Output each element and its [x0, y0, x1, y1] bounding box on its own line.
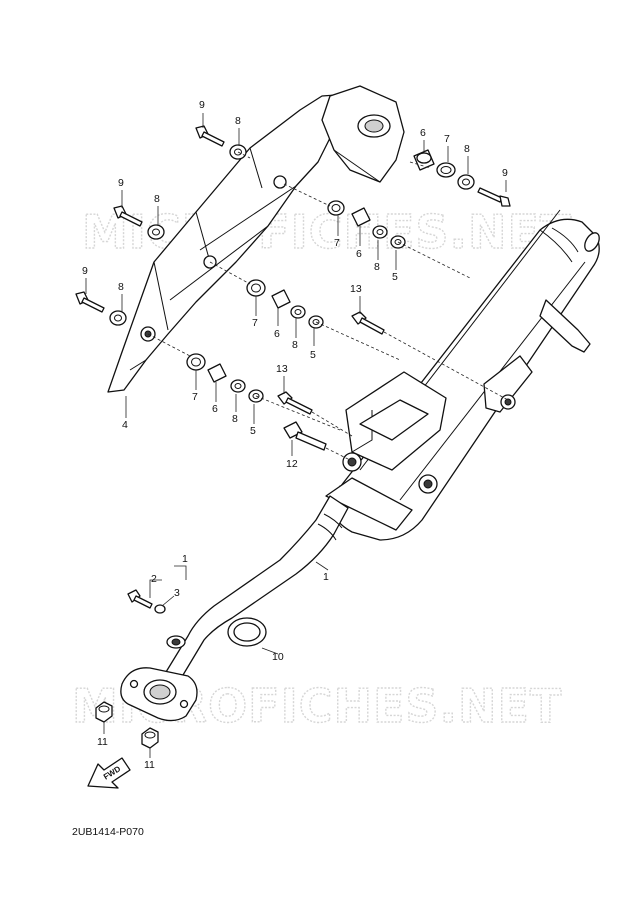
callout-6: 6: [356, 248, 362, 260]
washer-8-d[interactable]: [372, 225, 388, 239]
washer-3[interactable]: [154, 604, 166, 614]
callout-2: 2: [151, 573, 157, 585]
exhaust-pipe[interactable]: [120, 495, 349, 722]
callout-7: 7: [252, 317, 258, 329]
callout-8: 8: [464, 143, 470, 155]
callout-6: 6: [274, 328, 280, 340]
assembly-lines: [147, 151, 509, 461]
callout-8: 8: [374, 261, 380, 273]
gasket[interactable]: [227, 617, 267, 647]
bolt-12[interactable]: [283, 421, 327, 451]
callout-9: 9: [502, 167, 508, 179]
grommet-7-top[interactable]: [436, 162, 456, 178]
collar-6-d[interactable]: [207, 363, 227, 383]
callout-12: 12: [286, 458, 298, 470]
callout-8: 8: [235, 115, 241, 127]
grommet-7-c[interactable]: [246, 279, 266, 297]
callout-1: 1: [182, 553, 188, 565]
leader-lines: [85, 113, 507, 758]
callout-7: 7: [334, 237, 340, 249]
callout-1: 1: [323, 571, 329, 583]
washer-8-e[interactable]: [290, 305, 306, 319]
callout-13: 13: [350, 283, 362, 295]
callout-labels: 9 8 9 8 9 8 4 6 7 8 9 7 6 8 5 7 6 8 5 7 …: [82, 99, 508, 771]
nut-right[interactable]: [141, 727, 159, 749]
callout-7: 7: [192, 391, 198, 403]
callout-8: 8: [154, 193, 160, 205]
callout-8: 8: [292, 339, 298, 351]
bolt-9-top-right[interactable]: [477, 187, 511, 207]
callout-6: 6: [212, 403, 218, 415]
washer-8-c[interactable]: [109, 310, 127, 326]
callout-11: 11: [144, 759, 155, 771]
bolt-13-b[interactable]: [277, 391, 313, 415]
washer-8-top[interactable]: [457, 174, 475, 190]
collar-6-c[interactable]: [271, 289, 291, 309]
collar-6-top[interactable]: [413, 149, 435, 171]
bolt-9-b[interactable]: [113, 205, 143, 227]
callout-8: 8: [118, 281, 124, 293]
callout-11: 11: [97, 736, 108, 748]
callout-4: 4: [122, 419, 128, 431]
callout-5: 5: [250, 425, 256, 437]
fwd-arrow-icon: FWD: [87, 757, 131, 789]
collar-6-b[interactable]: [351, 207, 371, 227]
callout-7: 7: [444, 133, 450, 145]
grommet-7-d[interactable]: [186, 353, 206, 371]
nut-left[interactable]: [95, 701, 113, 723]
washer-8-b[interactable]: [147, 224, 165, 240]
diagram-code: 2UB1414-P070: [72, 826, 144, 838]
bolt-13-a[interactable]: [351, 311, 385, 335]
callout-5: 5: [392, 271, 398, 283]
washer-8-f[interactable]: [230, 379, 246, 393]
callout-9: 9: [82, 265, 88, 277]
washer-5-d[interactable]: [248, 389, 264, 403]
callout-10: 10: [272, 651, 284, 663]
muffler[interactable]: [325, 209, 602, 541]
callout-9: 9: [199, 99, 205, 111]
bolt-2[interactable]: [127, 589, 153, 609]
callout-9: 9: [118, 177, 124, 189]
callout-13: 13: [276, 363, 288, 375]
callout-5: 5: [310, 349, 316, 361]
callout-8: 8: [232, 413, 238, 425]
callout-3: 3: [174, 587, 180, 599]
muffler-protector[interactable]: [107, 85, 405, 393]
grommet-7-b[interactable]: [327, 200, 345, 216]
bolt-9-a[interactable]: [195, 125, 225, 147]
bolt-9-c[interactable]: [75, 291, 105, 313]
callout-6: 6: [420, 127, 426, 139]
